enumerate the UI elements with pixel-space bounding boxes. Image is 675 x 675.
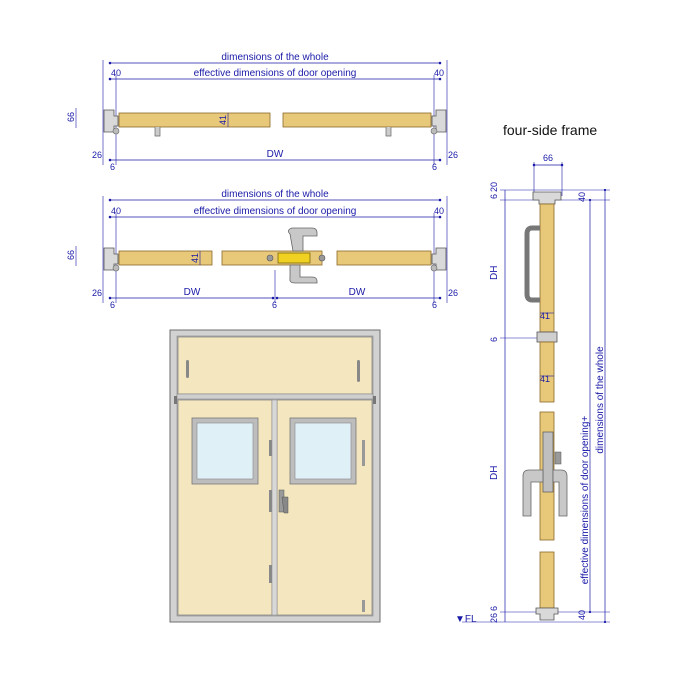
leaf-left [118, 112, 271, 128]
num-26-left-2: 26 [92, 288, 102, 298]
num-6-left-2: 6 [110, 300, 115, 310]
label-dw-2b: DW [349, 287, 366, 298]
label-opening-2: effective dimensions of door opening [194, 206, 357, 217]
label-fl: ▼FL [455, 614, 477, 625]
label-opening-1: effective dimensions of door opening [194, 68, 357, 79]
num-40-left-2: 40 [111, 206, 121, 216]
label-dw-1: DW [267, 149, 284, 160]
num-40-left-1: 40 [111, 68, 121, 78]
num-26-left-1: 26 [92, 150, 102, 160]
label-dh-lower: DH [489, 466, 500, 480]
section-lever-handle-left-icon [522, 469, 544, 517]
plan-view-double: dimensions of the whole effective dimens… [66, 189, 458, 310]
section-title: four-side frame [503, 122, 597, 138]
num-6-top-section: 6 [489, 194, 499, 199]
num-66-1: 66 [66, 112, 76, 122]
num-6-left-1: 6 [110, 162, 115, 172]
num-40-bottom-section: 40 [577, 610, 587, 620]
num-40-right-1: 40 [434, 68, 444, 78]
num-66-2: 66 [66, 250, 76, 260]
label-dh-upper: DH [489, 266, 500, 280]
lever-handle-icon [281, 496, 289, 514]
section-lever-handle-right-icon [552, 469, 568, 517]
num-6-right-2: 6 [432, 300, 437, 310]
label-opening-vertical: effective dimensions of door opening+ [580, 416, 591, 585]
num-40-right-2: 40 [434, 206, 444, 216]
num-20-section: 20 [489, 182, 499, 192]
num-66-section: 66 [543, 153, 553, 163]
label-whole-1: dimensions of the whole [221, 52, 329, 63]
num-40-top-section: 40 [577, 192, 587, 202]
front-elevation [169, 329, 381, 623]
num-6-mid-2: 6 [272, 300, 277, 310]
num-41-section-1: 41 [540, 311, 550, 321]
leaf-right [282, 112, 432, 128]
label-dw-2a: DW [184, 287, 201, 298]
vertical-section: four-side frame 66 6 20 40 DH 6 DH 6 26 … [455, 122, 610, 625]
num-41-section-2: 41 [540, 374, 550, 384]
label-whole-vertical: dimensions of the whole [595, 346, 606, 454]
plan-view-top: dimensions of the whole effective dimens… [66, 52, 458, 172]
num-26-section: 26 [489, 613, 499, 623]
num-6-mid-section: 6 [489, 337, 499, 342]
label-whole-2: dimensions of the whole [221, 189, 329, 200]
lever-handle-upper-icon [288, 227, 318, 252]
lever-handle-lower-icon [289, 264, 318, 284]
lock-body [277, 252, 311, 264]
window-left [196, 422, 254, 480]
num-6-bottom-section: 6 [489, 606, 499, 611]
num-6-right-1: 6 [432, 162, 437, 172]
window-right [294, 422, 352, 480]
transom-panel [177, 336, 373, 395]
num-26-right-1: 26 [448, 150, 458, 160]
num-41-2: 41 [190, 253, 200, 263]
num-41-1: 41 [218, 115, 228, 125]
num-26-right-2: 26 [448, 288, 458, 298]
